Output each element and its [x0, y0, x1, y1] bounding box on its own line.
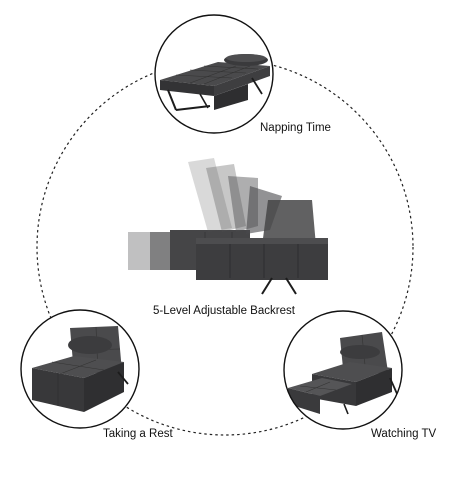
label-taking-a-rest: Taking a Rest: [103, 428, 173, 440]
label-watching-tv: Watching TV: [371, 428, 437, 440]
backrest-position-1: [188, 158, 232, 232]
label-adjustable-backrest: 5-Level Adjustable Backrest: [153, 305, 295, 317]
backrest-position-2: [206, 164, 246, 232]
resting-ring: [20, 309, 140, 429]
napping-ring: [154, 14, 274, 134]
watching-tv-illustration: [283, 310, 403, 430]
label-napping-time: Napping Time: [260, 122, 331, 134]
backrest-position-5: [262, 200, 316, 246]
center-backrest-illustration: [128, 158, 328, 295]
watching-tv-ring: [283, 310, 403, 430]
backrest-position-4: [246, 186, 282, 234]
resting-illustration: [20, 309, 140, 429]
napping-illustration: [154, 14, 274, 134]
